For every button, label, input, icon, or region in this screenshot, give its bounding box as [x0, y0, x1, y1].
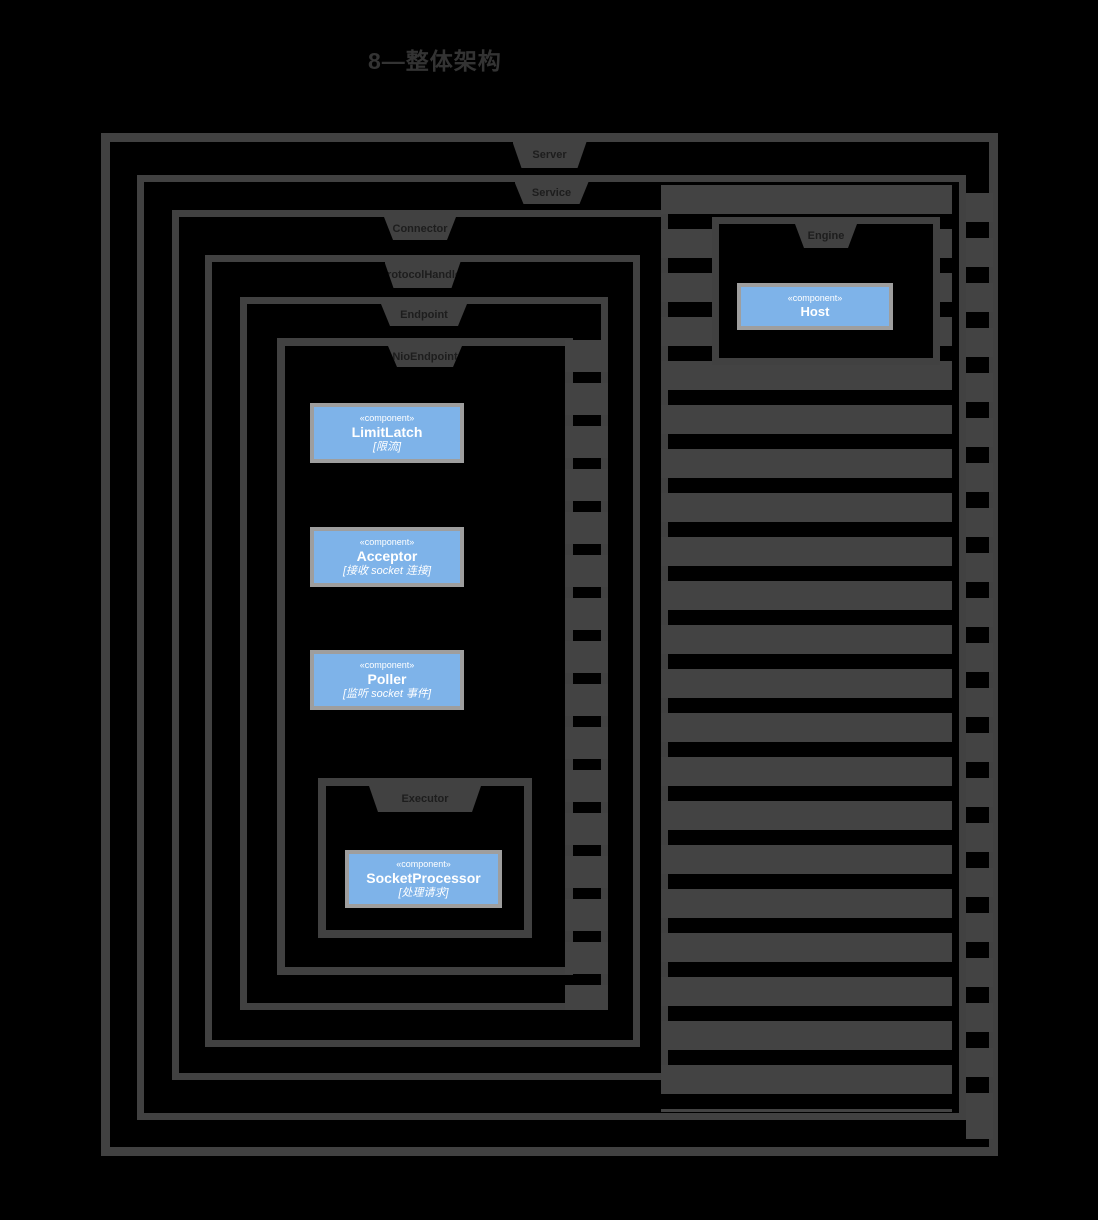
endpoint-label-tab: Endpoint [381, 304, 467, 326]
limitlatch-stereotype: «component» [359, 412, 415, 423]
diagram-title: 8—整体架构 [368, 48, 502, 74]
component-poller: «component» Poller [监听 socket 事件] [310, 650, 464, 710]
server-label: Server [532, 149, 567, 161]
socketprocessor-note: [处理请求] [398, 886, 449, 899]
poller-note: [监听 socket 事件] [342, 687, 432, 700]
engine-label-tab: Engine [795, 224, 857, 248]
protocol-handler-label-tab: ProtocolHandler [385, 262, 461, 288]
host-stereotype: «component» [787, 293, 843, 303]
executor-label: Executor [401, 793, 449, 805]
stripe-band-inner [565, 340, 608, 1010]
executor-label-tab: Executor [369, 786, 481, 812]
component-host: «component» Host [737, 283, 893, 330]
protocol-handler-container: ProtocolHandler [205, 255, 640, 1047]
executor-container: Executor [318, 778, 532, 938]
protocol-handler-label: ProtocolHandler [379, 269, 466, 281]
service-label-tab: Service [515, 182, 589, 204]
component-limitlatch: «component» LimitLatch [限流] [310, 403, 464, 463]
stripe-band-right-margin [966, 182, 993, 1144]
nio-endpoint-label: NioEndpoint [392, 350, 458, 363]
acceptor-stereotype: «component» [359, 536, 415, 547]
server-label-tab: Server [513, 142, 587, 168]
connector-label: Connector [392, 222, 448, 235]
acceptor-name: Acceptor [356, 547, 418, 564]
poller-stereotype: «component» [359, 659, 415, 670]
component-acceptor: «component» Acceptor [接收 socket 连接] [310, 527, 464, 587]
socketprocessor-stereotype: «component» [396, 858, 451, 869]
limitlatch-note: [限流] [372, 440, 402, 453]
component-socketprocessor: «component» SocketProcessor [处理请求] [345, 850, 502, 908]
poller-name: Poller [367, 670, 407, 687]
server-container: Server [101, 133, 998, 1156]
endpoint-label: Endpoint [400, 309, 448, 321]
service-container: Service [137, 175, 966, 1120]
host-name: Host [800, 304, 830, 319]
connector-label-tab: Connector [384, 217, 456, 240]
service-label: Service [531, 187, 572, 199]
socketprocessor-name: SocketProcessor [366, 869, 481, 886]
nio-endpoint-label-tab: NioEndpoint [388, 346, 462, 367]
acceptor-note: [接收 socket 连接] [342, 564, 432, 577]
engine-label: Engine [807, 230, 845, 242]
limitlatch-name: LimitLatch [351, 423, 423, 440]
